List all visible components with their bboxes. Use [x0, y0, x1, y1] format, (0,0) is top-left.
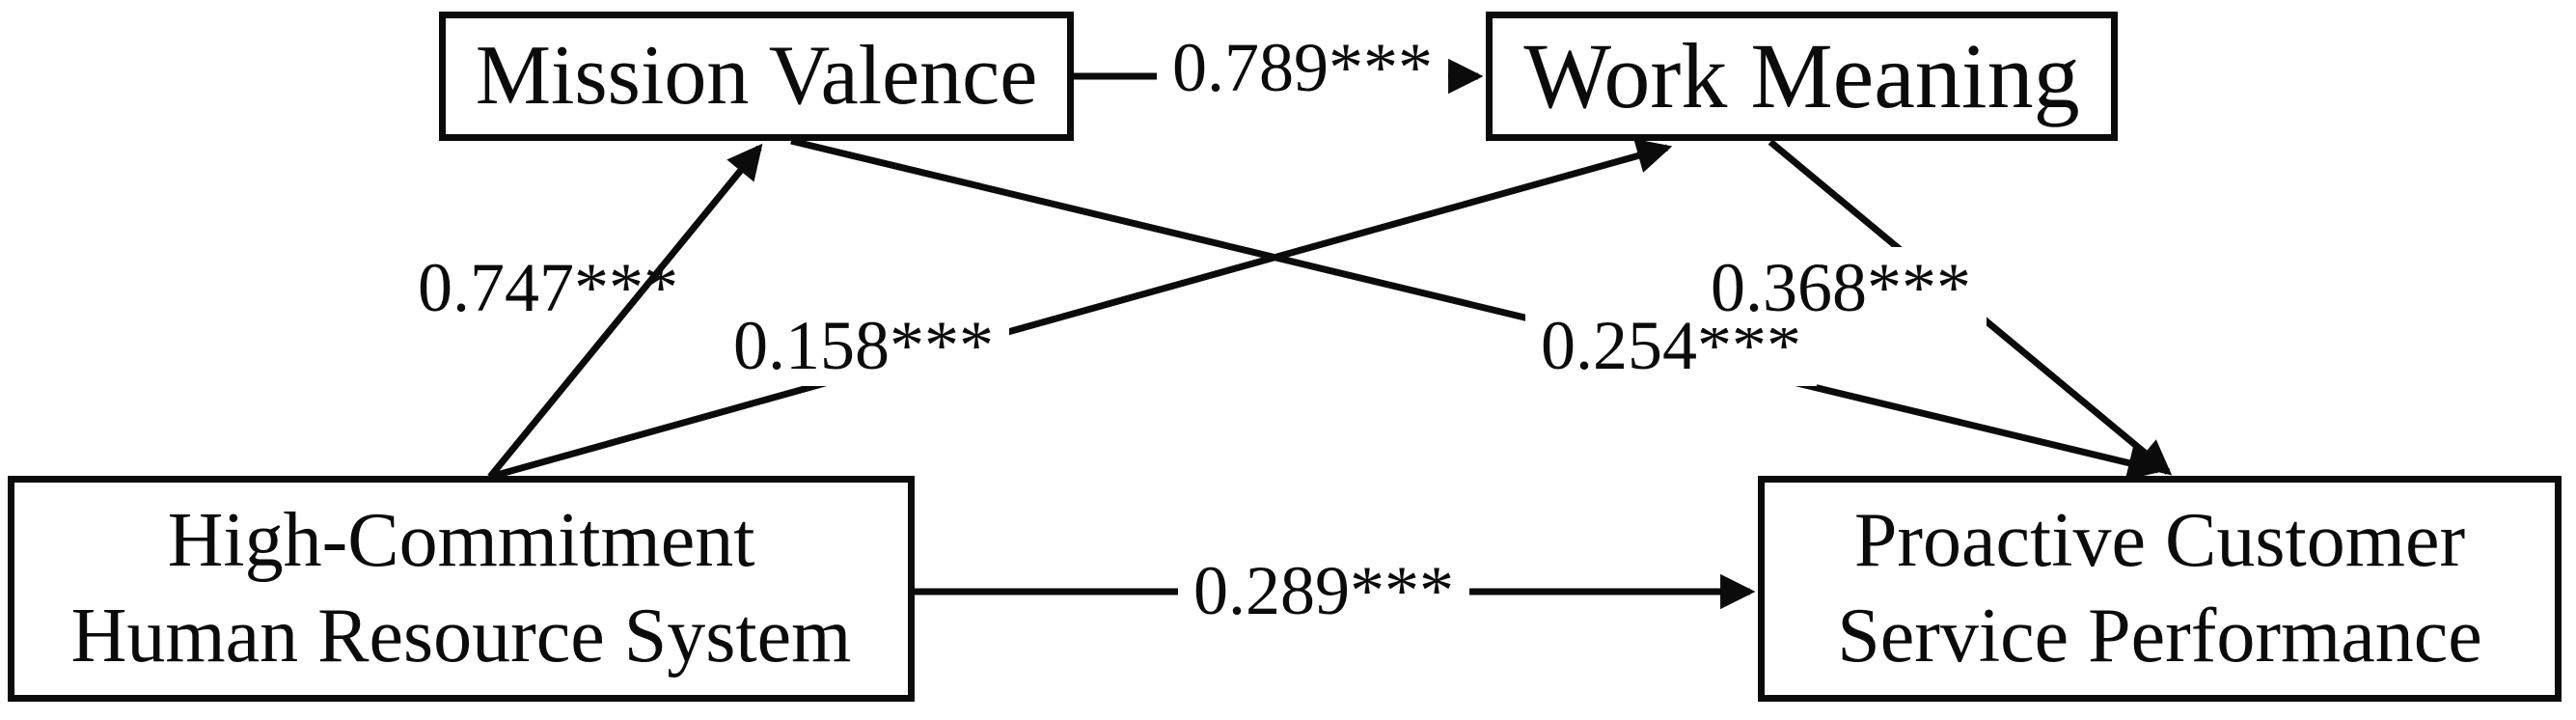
- node-work-meaning-label: Work Meaning: [1523, 24, 2080, 128]
- node-work-meaning: Work Meaning: [1486, 12, 2118, 141]
- arrow-mv-to-pcsp: [790, 137, 2164, 481]
- coefficient-mv-to-wm: 0.789***: [1157, 27, 1448, 108]
- coefficient-hchrs-to-mv: 0.747***: [418, 249, 678, 326]
- node-pcsp-label-line1: Proactive Customer: [1853, 497, 2466, 583]
- node-hchrs-label-line2: Human Resource System: [70, 594, 852, 678]
- coefficient-hchrs-to-pcsp: 0.289***: [1178, 550, 1469, 631]
- node-mission-valence-label: Mission Valence: [475, 29, 1038, 124]
- coefficient-hchrs-to-wm: 0.158***: [718, 305, 1009, 386]
- node-hchrs-label-line1: High-Commitment: [167, 497, 755, 583]
- node-pcsp-label-line2: Service Performance: [1837, 594, 2482, 678]
- arrow-hchrs-to-wm: [489, 138, 1673, 481]
- coefficient-wm-to-pcsp: 0.368***: [1695, 247, 1987, 328]
- node-high-commitment-hr-system: High-Commitment Human Resource System: [8, 476, 915, 702]
- node-proactive-customer-service-performance: Proactive Customer Service Performance: [1758, 476, 2562, 702]
- arrow-hchrs-to-mv: [487, 143, 763, 480]
- node-mission-valence: Mission Valence: [439, 12, 1074, 141]
